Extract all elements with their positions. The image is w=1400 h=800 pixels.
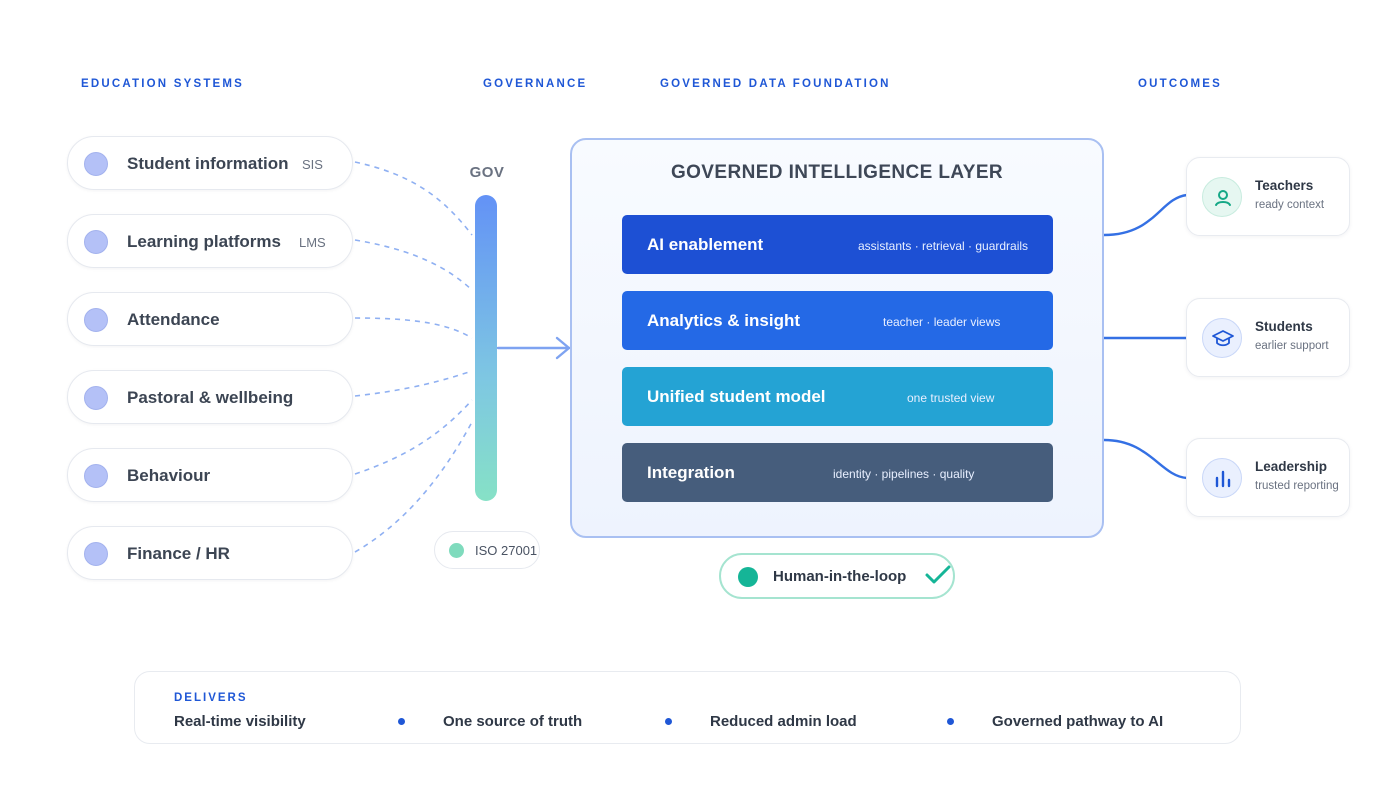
- bar-chart-icon: [1202, 458, 1242, 498]
- source-student-information: Student information SIS: [67, 136, 353, 190]
- source-label: Behaviour: [127, 466, 211, 485]
- delivers-heading: DELIVERS: [174, 692, 248, 704]
- source-tag: SIS: [302, 157, 323, 172]
- source-tag: LMS: [299, 235, 326, 250]
- source-pastoral-wellbeing: Pastoral & wellbeing: [67, 370, 353, 424]
- band-unified-student-model: Unified student model one trusted view: [622, 367, 1053, 426]
- heading-outcomes: OUTCOMES: [1138, 78, 1223, 90]
- heading-governance: GOVERNANCE: [483, 78, 588, 90]
- band-analytics-insight: Analytics & insight teacher · leader vie…: [622, 291, 1053, 350]
- connector-teachers: [1102, 193, 1189, 237]
- outcome-subtitle: trusted reporting: [1255, 480, 1339, 492]
- band-name: AI enablement: [647, 235, 764, 254]
- band-name: Analytics & insight: [647, 311, 801, 330]
- heading-education-systems: EDUCATION SYSTEMS: [81, 78, 245, 90]
- delivers-item: Reduced admin load: [710, 713, 857, 730]
- human-in-the-loop-badge: Human-in-the-loop: [719, 553, 955, 599]
- outcome-leadership: Leadership trusted reporting: [1186, 438, 1350, 517]
- band-name: Unified student model: [647, 387, 826, 406]
- graduation-cap-icon: [1202, 318, 1242, 358]
- band-integration: Integration identity · pipelines · quali…: [622, 443, 1053, 502]
- outcome-title: Students: [1255, 319, 1313, 334]
- governance-bar: [475, 195, 497, 501]
- band-subtitle: teacher · leader views: [883, 315, 1001, 329]
- source-dot-icon: [84, 386, 108, 410]
- band-subtitle: one trusted view: [907, 391, 995, 405]
- outcome-title: Teachers: [1255, 178, 1314, 193]
- band-subtitle: identity · pipelines · quality: [833, 467, 975, 481]
- source-label: Pastoral & wellbeing: [127, 388, 294, 407]
- connector-lms: [354, 239, 473, 291]
- source-dot-icon: [84, 230, 108, 254]
- source-dot-icon: [84, 152, 108, 176]
- connector-pastoral: [354, 370, 473, 397]
- iso-dot-icon: [449, 543, 464, 558]
- heading-data-foundation: GOVERNED DATA FOUNDATION: [660, 78, 891, 90]
- source-label: Learning platforms: [127, 232, 281, 251]
- outcome-subtitle: earlier support: [1255, 340, 1329, 352]
- source-learning-platforms: Learning platforms LMS: [67, 214, 353, 268]
- band-subtitle: assistants · retrieval · guardrails: [858, 239, 1029, 253]
- delivers-item: Real-time visibility: [174, 713, 306, 730]
- bullet-dot-icon: [947, 718, 954, 725]
- layer-title: GOVERNED INTELLIGENCE LAYER: [670, 162, 1004, 183]
- arrow-head-icon: [555, 336, 571, 360]
- iso-certification-badge: ISO 27001: [434, 531, 540, 569]
- source-finance-hr: Finance / HR: [67, 526, 353, 580]
- source-dot-icon: [84, 464, 108, 488]
- source-label: Attendance: [127, 310, 220, 329]
- iso-label: ISO 27001: [475, 543, 538, 558]
- outcome-subtitle: ready context: [1255, 199, 1325, 211]
- bullet-dot-icon: [398, 718, 405, 725]
- connector-behaviour: [354, 399, 473, 475]
- delivers-item: One source of truth: [443, 713, 583, 730]
- outcome-title: Leadership: [1255, 459, 1328, 474]
- outcome-teachers: Teachers ready context: [1186, 157, 1350, 236]
- connector-sis: [354, 161, 473, 236]
- check-icon: [925, 565, 951, 584]
- band-ai-enablement: AI enablement assistants · retrieval · g…: [622, 215, 1053, 274]
- person-icon: [1202, 177, 1242, 217]
- source-dot-icon: [84, 308, 108, 332]
- source-behaviour: Behaviour: [67, 448, 353, 502]
- delivers-panel: DELIVERS Real-time visibility One source…: [134, 671, 1241, 744]
- outcome-students: Students earlier support: [1186, 298, 1350, 377]
- source-label: Student information: [127, 154, 289, 173]
- delivers-item: Governed pathway to AI: [992, 713, 1164, 730]
- band-name: Integration: [647, 463, 735, 482]
- bullet-dot-icon: [665, 718, 672, 725]
- connector-attendance: [354, 317, 473, 339]
- gov-label: GOV: [469, 164, 505, 181]
- status-dot-icon: [738, 567, 758, 587]
- human-in-the-loop-label: Human-in-the-loop: [773, 568, 907, 585]
- source-dot-icon: [84, 542, 108, 566]
- governed-intelligence-layer: GOVERNED INTELLIGENCE LAYER AI enablemen…: [570, 138, 1104, 538]
- source-label: Finance / HR: [127, 544, 230, 563]
- connector-leadership: [1102, 438, 1189, 480]
- source-attendance: Attendance: [67, 292, 353, 346]
